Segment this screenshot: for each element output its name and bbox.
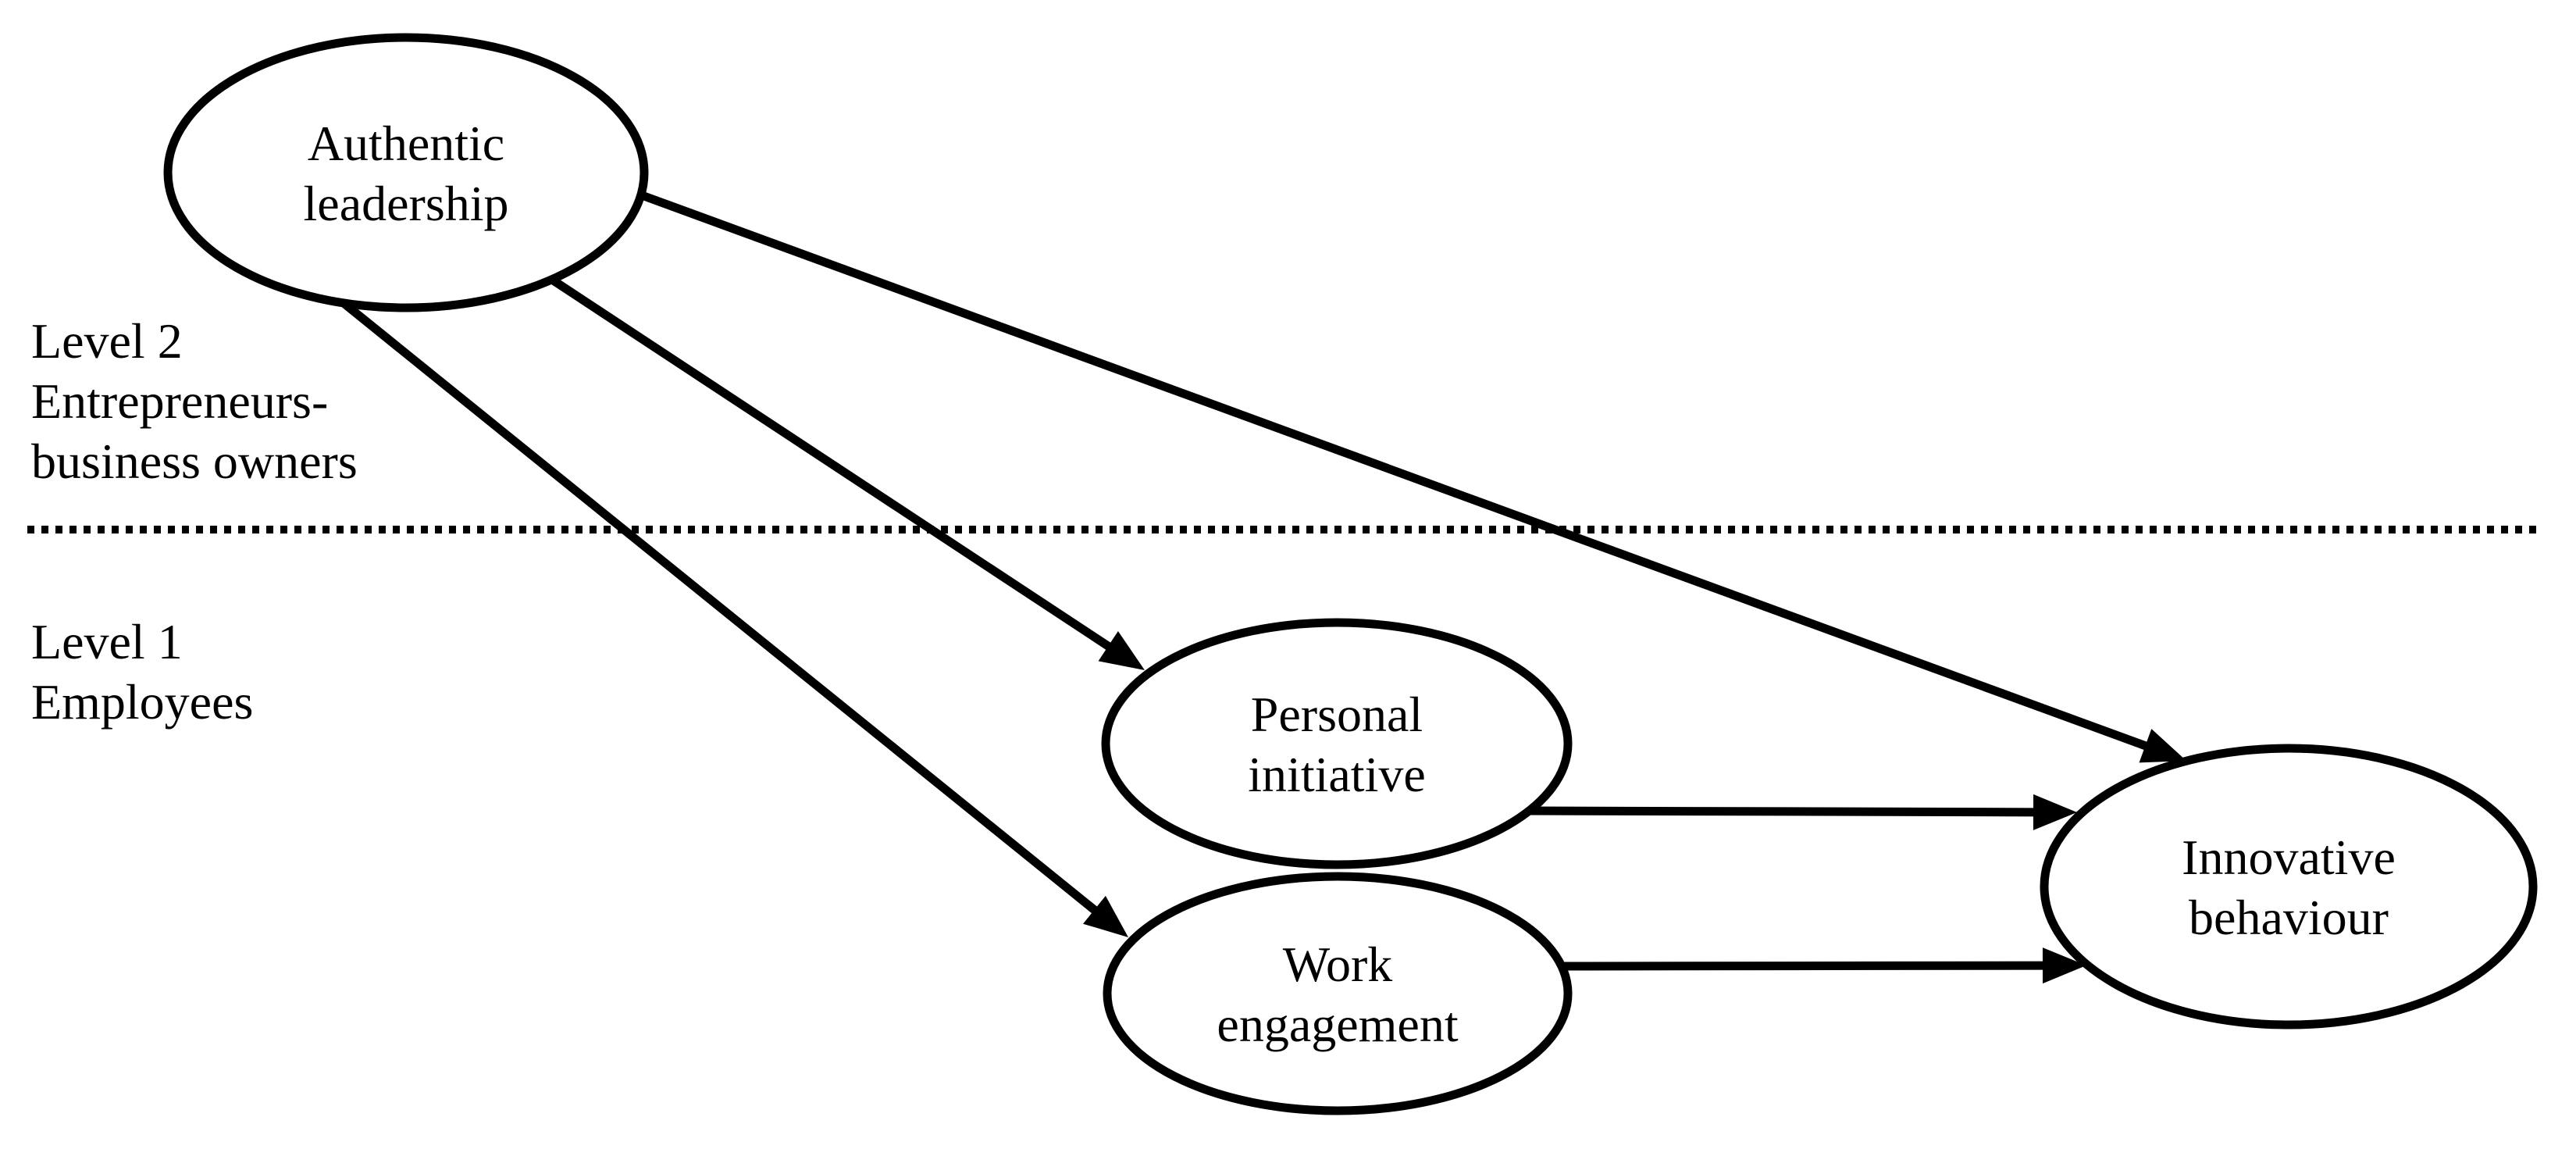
arrow-line-authentic-to-personal <box>549 276 1115 653</box>
arrowhead-icon-work-to-innovative <box>2042 947 2086 984</box>
arrow-line-authentic-to-innovative <box>640 191 2151 751</box>
arrow-line-authentic-to-work <box>340 299 1101 916</box>
arrowhead-icon-authentic-to-personal <box>1098 630 1145 670</box>
node-ellipse-authentic-leadership <box>163 33 649 312</box>
arrowhead-icon-authentic-to-work <box>1082 895 1128 937</box>
arrowhead-icon-personal-to-innovative <box>2033 794 2077 830</box>
arrow-line-work-to-innovative <box>1559 961 2048 971</box>
node-ellipse-innovative-behaviour <box>2040 744 2538 1029</box>
node-ellipse-personal-initiative <box>1101 618 1573 869</box>
arrowhead-icon-authentic-to-innovative <box>2139 729 2186 763</box>
node-ellipse-work-engagement <box>1103 872 1573 1115</box>
arrow-line-personal-to-innovative <box>1528 806 2039 817</box>
